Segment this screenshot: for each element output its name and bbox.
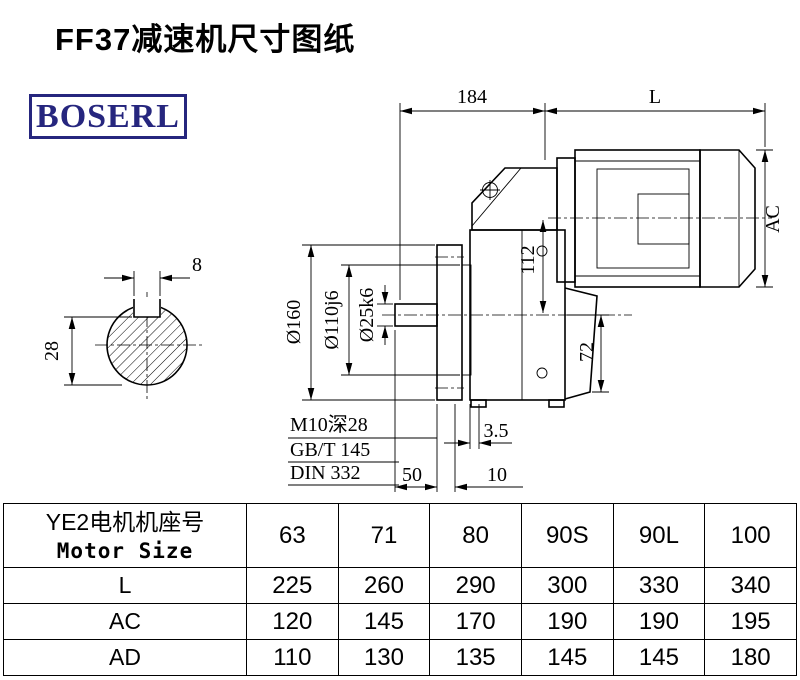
gearbox-length-dim: 184 [457,86,487,108]
table-header-row: YE2电机机座号 Motor Size 63 71 80 90S 90L 100 [3,503,797,568]
size-col-63: 63 [246,503,339,568]
value-cell: 225 [246,567,339,604]
value-cell: 290 [429,567,522,604]
motor-size-label-cn: YE2电机机座号 [45,508,205,535]
value-cell: 340 [704,567,797,604]
value-cell: 330 [612,567,706,604]
value-cell: 170 [429,603,522,640]
shaft-height-dim: 28 [41,341,63,361]
dim-50: 50 [402,464,422,486]
technical-drawing: 8 28 184 L AC [41,86,784,492]
bottom-annotations: 50 10 3.5 M10深28 GB/T 145 DIN 332 [288,330,523,492]
diameter-dimensions: Ø160 Ø110j6 Ø25k6 [283,244,460,401]
shaft-cross-section-view: 8 28 [41,254,202,400]
value-cell: 145 [520,639,614,676]
motor-outline [548,149,772,288]
dim-10: 10 [487,464,507,486]
value-cell: 130 [337,639,431,676]
value-cell: 120 [246,603,339,640]
value-cell: 145 [337,603,431,640]
center-height-dimensions: 112 72 [517,220,609,393]
row-label-L: L [3,567,247,604]
value-cell: 260 [337,567,431,604]
ac-dimension: AC [756,149,784,288]
shaft-diameter-dim: Ø25k6 [356,288,378,342]
value-cell: 190 [520,603,614,640]
value-cell: 195 [704,603,797,640]
page-title: FF37减速机尺寸图纸 [55,22,356,57]
motor-diameter-dim: AC [762,205,784,233]
table-row-AD: AD 110 130 135 145 145 180 [3,639,797,676]
dim-3-5: 3.5 [484,420,509,442]
row-label-AD: AD [3,639,247,676]
motor-length-dim: L [649,86,661,108]
table-row-L: L 225 260 290 300 330 340 [3,567,797,604]
size-col-90s: 90S [520,503,614,568]
thread-note: M10深28 [290,413,368,436]
dim-112: 112 [517,245,539,274]
value-cell: 300 [520,567,614,604]
motor-size-header-cell: YE2电机机座号 Motor Size [3,503,247,568]
table-row-AC: AC 120 145 170 190 190 195 [3,603,797,640]
motor-size-label-en: Motor Size [56,538,194,563]
value-cell: 135 [429,639,522,676]
value-cell: 110 [246,639,339,676]
shaft-key-width-dim: 8 [192,254,202,276]
size-col-100: 100 [704,503,797,568]
flange-diameter-dim: Ø160 [283,300,305,344]
value-cell: 145 [612,639,706,676]
gb-standard-note: GB/T 145 [290,439,370,461]
dim-72: 72 [576,342,598,362]
size-col-90l: 90L [612,503,706,568]
size-col-71: 71 [337,503,431,568]
spigot-diameter-dim: Ø110j6 [321,290,343,349]
top-dimensions: 184 L [399,86,766,300]
dimension-table: YE2电机机座号 Motor Size 63 71 80 90S 90L 100… [3,503,797,676]
row-label-AC: AC [3,603,247,640]
value-cell: 190 [612,603,706,640]
boserl-logo: BOSERL [29,94,187,139]
size-col-80: 80 [429,503,522,568]
value-cell: 180 [704,639,797,676]
din-standard-note: DIN 332 [290,462,361,484]
